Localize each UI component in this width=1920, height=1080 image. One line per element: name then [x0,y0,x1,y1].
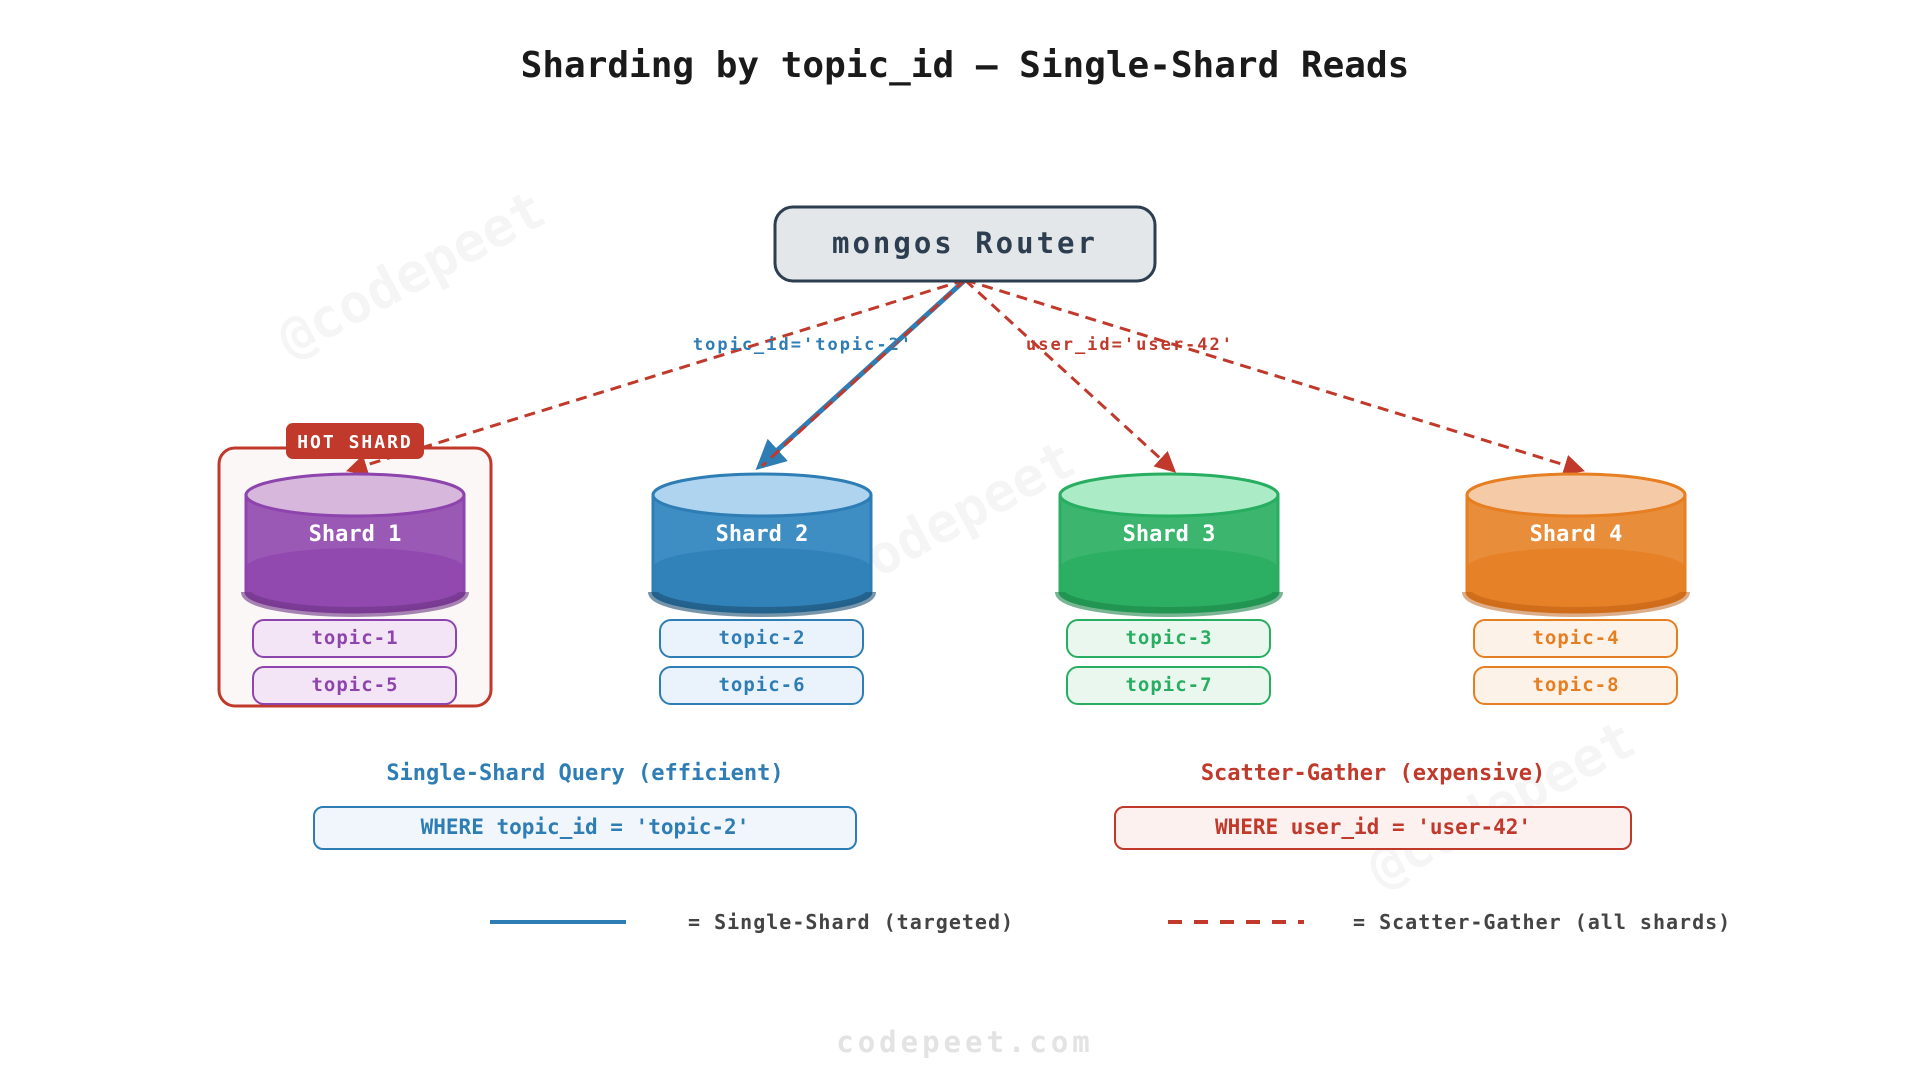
scatter-gather-query: Scatter-Gather (expensive) WHERE user_id… [1114,761,1632,850]
edge-scatter-shard2 [760,278,967,468]
shard-3-topic-2: topic-7 [1125,674,1212,696]
shard-1-topic-2-pill [252,666,457,705]
shard-3-topic-1-pill [1066,619,1271,658]
shard-4-topic-2: topic-8 [1532,674,1619,696]
scatter-gather-query-code: WHERE user_id = 'user-42' [1215,815,1531,839]
mongos-router: mongos Router [773,205,1157,283]
footer-brand: codepeet.com [836,1025,1094,1059]
shard-4-topic-2-pill [1473,666,1678,705]
shard-3: Shard 3 topic-3 topic-7 [1055,472,1283,705]
shard-2-topic-2-pill [659,666,864,705]
shard-4: Shard 4 topic-4 topic-8 [1462,472,1690,705]
shard-4-label: Shard 4 [1530,522,1623,547]
single-shard-query-title: Single-Shard Query (efficient) [386,761,783,786]
shard-1-topic-1: topic-1 [311,627,398,649]
scatter-gather-query-box [1114,806,1632,850]
scatter-gather-query-title: Scatter-Gather (expensive) [1201,761,1545,786]
legend-single-label: = Single-Shard (targeted) [688,910,1014,934]
hot-shard-label: HOT SHARD [297,432,413,453]
router-box [773,205,1157,283]
shard-1-topic-1-pill [252,619,457,658]
shard-2: Shard 2 topic-2 topic-6 [648,472,876,705]
watermark-3: @codepeet [1357,707,1645,900]
edge-scatter-shard1 [345,278,966,476]
shard-4-topic-1: topic-4 [1532,627,1619,649]
shard-3-topic-1: topic-3 [1125,627,1212,649]
shard-3-topic-2-pill [1066,666,1271,705]
legend: = Single-Shard (targeted) = Scatter-Gath… [490,910,1731,934]
shard-3-label: Shard 3 [1123,522,1216,547]
edges [345,278,1586,476]
shard-2-topic-2: topic-6 [718,674,805,696]
shard-2-label: Shard 2 [716,522,809,547]
edge-label-targeted: topic_id='topic-2' [693,335,913,355]
shard-2-topic-1-pill [659,619,864,658]
edge-label-scatter: user_id='user-42' [1026,335,1234,355]
hot-shard-badge: HOT SHARD [286,423,424,459]
watermark-1: @codepeet [267,177,555,370]
shard-4-topic-1-pill [1473,619,1678,658]
single-shard-query-code: WHERE topic_id = 'topic-2' [421,815,750,839]
shard-2-topic-1: topic-2 [718,627,805,649]
single-shard-query: Single-Shard Query (efficient) WHERE top… [313,761,857,850]
legend-scatter-label: = Scatter-Gather (all shards) [1353,910,1731,934]
shard-1-topic-2: topic-5 [311,674,398,696]
router-label: mongos Router [832,226,1098,260]
diagram-title: Sharding by topic_id — Single-Shard Read… [521,45,1410,86]
shard-1: Shard 1 topic-1 topic-5 [241,472,469,705]
shard-1-label: Shard 1 [309,522,402,547]
single-shard-query-box [313,806,857,850]
edge-scatter-shard3 [963,278,1177,473]
